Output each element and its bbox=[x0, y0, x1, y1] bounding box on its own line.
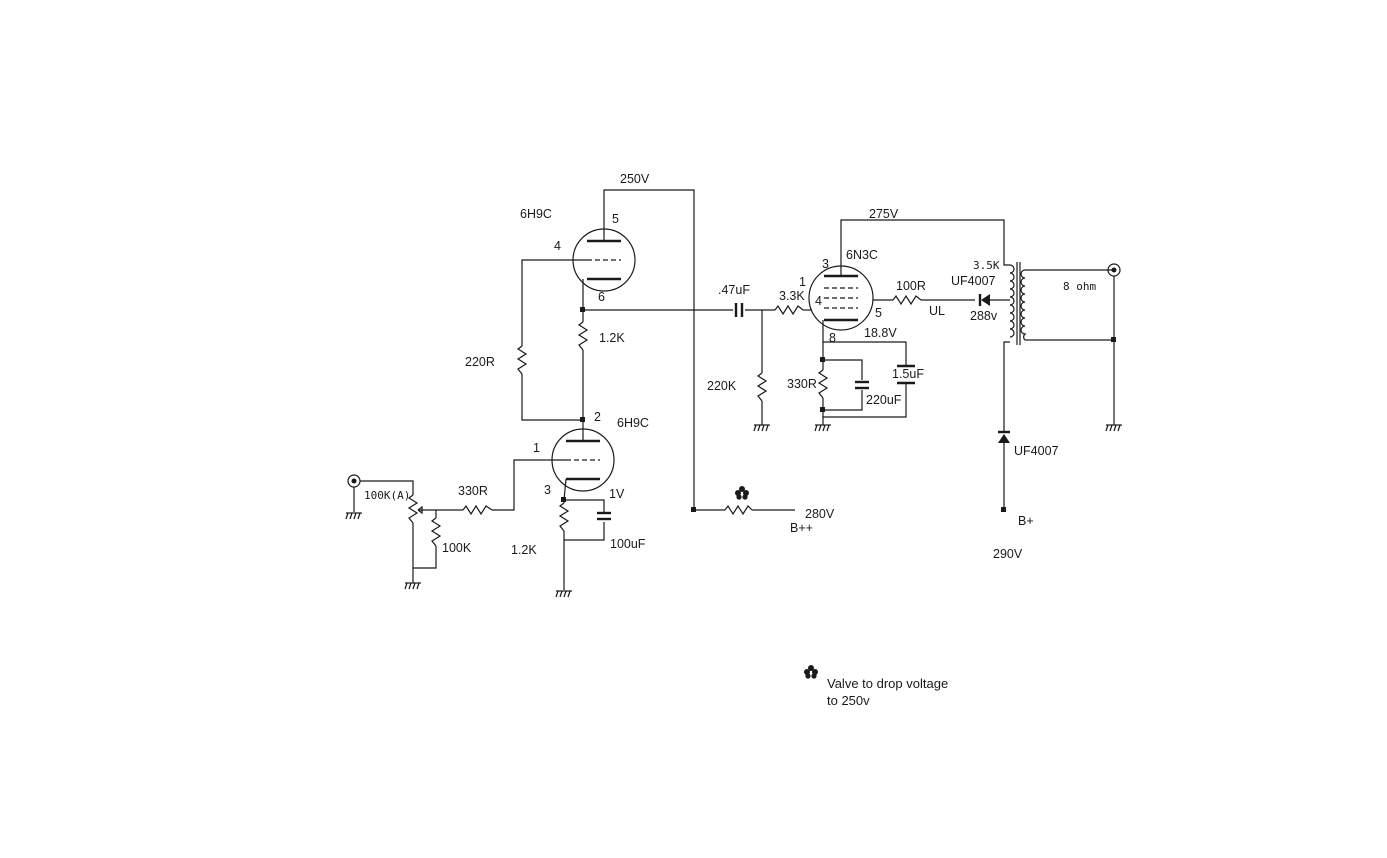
c047-label: .47uF bbox=[718, 283, 750, 297]
v2-pin-3: 3 bbox=[544, 483, 551, 497]
voltage-275: 275V bbox=[869, 207, 899, 221]
r220-label: 220R bbox=[465, 355, 495, 369]
c100u-label: 100uF bbox=[610, 537, 646, 551]
c220u-label: 220uF bbox=[866, 393, 902, 407]
voltage-288: 288v bbox=[970, 309, 998, 323]
voltage-290: 290V bbox=[993, 547, 1023, 561]
v1-pin-5: 5 bbox=[612, 212, 619, 226]
dropper-valve-marker bbox=[735, 486, 749, 500]
v3-pin-3: 3 bbox=[822, 257, 829, 271]
legend-marker bbox=[804, 665, 818, 679]
resistors bbox=[407, 294, 922, 547]
bp-label: B+ bbox=[1018, 514, 1034, 528]
c15u-label: 1.5uF bbox=[892, 367, 924, 381]
r330-cath-label: 330R bbox=[787, 377, 817, 391]
labels: 6H9C 5 4 6 250V 220R 1.2K 2 6H9C 1 3 1V … bbox=[364, 172, 1096, 561]
output-transformer bbox=[1009, 262, 1027, 345]
speaker-terminal bbox=[1107, 263, 1121, 277]
legend-note-line-2: to 250v bbox=[827, 693, 870, 708]
r100-label: 100R bbox=[896, 279, 926, 293]
v1-pin-4: 4 bbox=[554, 239, 561, 253]
r3k3-label: 3.3K bbox=[779, 289, 805, 303]
v3-pin-4: 4 bbox=[815, 294, 822, 308]
v3-pin-5: 5 bbox=[875, 306, 882, 320]
junction-dots bbox=[561, 307, 1116, 512]
d2-label: UF4007 bbox=[1014, 444, 1059, 458]
v1-pin-6: 6 bbox=[598, 290, 605, 304]
v2-pin-1: 1 bbox=[533, 441, 540, 455]
v3-pin-8: 8 bbox=[829, 331, 836, 345]
r100k-label: 100K bbox=[442, 541, 472, 555]
diodes bbox=[978, 294, 1010, 443]
ul-label: UL bbox=[929, 304, 945, 318]
r330-in-label: 330R bbox=[458, 484, 488, 498]
pot-label: 100K(A) bbox=[364, 489, 410, 502]
legend-note-line-1: Valve to drop voltage bbox=[827, 676, 949, 691]
tube-v3-label: 6N3C bbox=[846, 248, 878, 262]
xfmr-label: 3.5K bbox=[973, 259, 1000, 272]
r220k-label: 220K bbox=[707, 379, 737, 393]
wiring bbox=[353, 189, 1115, 590]
legend-note: Valve to drop voltage to 250v bbox=[827, 675, 1007, 709]
bpp-label: B++ bbox=[790, 521, 813, 535]
input-jack bbox=[347, 474, 361, 488]
v3-pin-1: 1 bbox=[799, 275, 806, 289]
voltage-250: 250V bbox=[620, 172, 650, 186]
tube-v2-label: 6H9C bbox=[617, 416, 649, 430]
voltage-1v: 1V bbox=[609, 487, 625, 501]
capacitors bbox=[597, 303, 915, 521]
voltage-18-8: 18.8V bbox=[864, 326, 897, 340]
ground-symbols bbox=[345, 424, 1122, 598]
d1-label: UF4007 bbox=[951, 274, 996, 288]
speaker-label: 8 ohm bbox=[1063, 280, 1096, 293]
r1k2-top-label: 1.2K bbox=[599, 331, 625, 345]
tube-v1-label: 6H9C bbox=[520, 207, 552, 221]
r1k2-bot-label: 1.2K bbox=[511, 543, 537, 557]
voltage-280: 280V bbox=[805, 507, 835, 521]
v2-pin-2: 2 bbox=[594, 410, 601, 424]
